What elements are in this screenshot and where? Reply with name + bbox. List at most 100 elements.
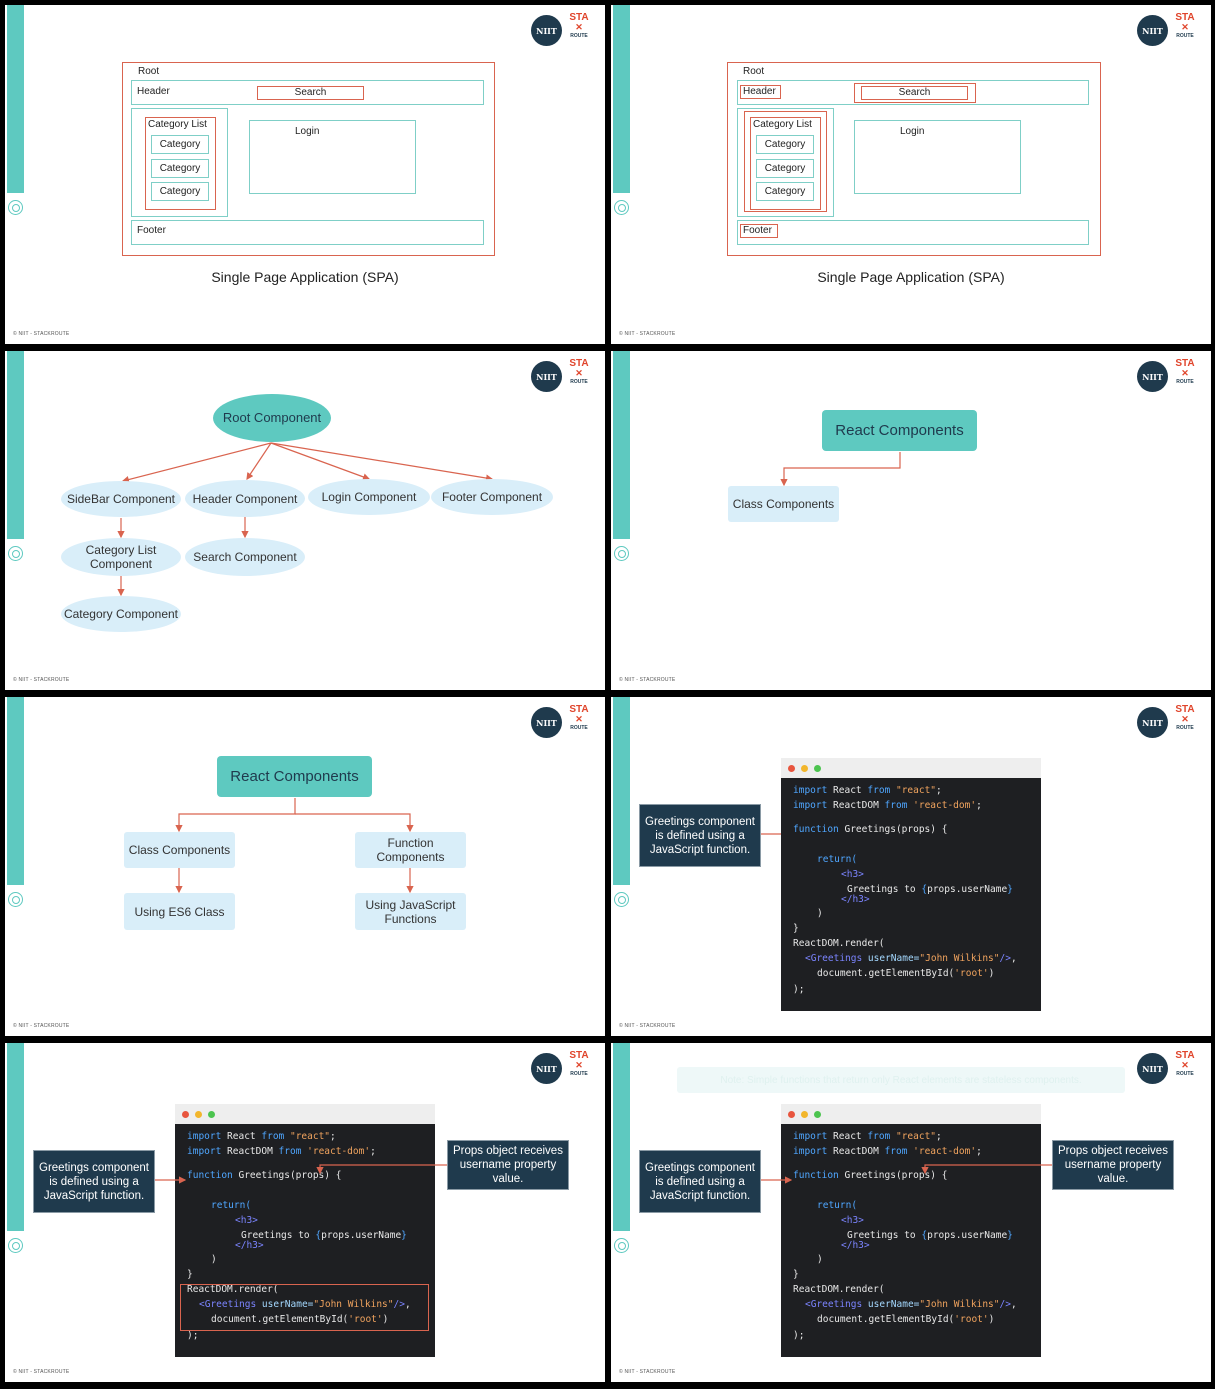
code-window: import React from "react"; import ReactD…: [781, 1104, 1041, 1357]
slide-spa-1: NIIT STA✕ROUTE Root Header Search Catego…: [5, 5, 605, 344]
code-line: ReactDOM.render(: [187, 1284, 279, 1295]
code-line: <h3>: [841, 1215, 864, 1226]
target-icon: [614, 1238, 629, 1253]
copyright: © NIIT - STACKROUTE: [13, 1023, 70, 1029]
code-line: );: [793, 984, 805, 995]
niit-logo: NIIT: [531, 707, 562, 738]
category-list-label: Category List: [148, 119, 207, 130]
brand-logo: NIIT STA✕ROUTE: [531, 13, 591, 47]
login-label: Login: [295, 126, 320, 137]
slide-caption: Single Page Application (SPA): [817, 269, 1005, 285]
footer-label: Footer: [137, 225, 166, 236]
root-box: [727, 62, 1101, 256]
code-line: );: [187, 1330, 199, 1341]
brand-logo: NIIT STA✕ROUTE: [1137, 359, 1197, 393]
slide-function-component-code-3: NIIT STA✕ROUTE Note: Simple functions th…: [611, 1043, 1211, 1382]
function-components-node: Function Components: [355, 832, 466, 868]
code-line: );: [793, 1330, 805, 1341]
code-line: }: [187, 1269, 193, 1280]
category-label: Category: [159, 139, 201, 150]
code-line: </h3>: [235, 1240, 264, 1251]
slide-function-component-code-1: NIIT STA✕ROUTE Greetings component is de…: [611, 697, 1211, 1036]
logo-sta-text: STA: [569, 12, 589, 23]
maximize-dot-icon: [814, 1111, 821, 1118]
stackroute-logo: STA✕ROUTE: [569, 12, 589, 40]
window-titlebar: [781, 758, 1041, 778]
code-line: return(: [817, 854, 858, 865]
category-label: Category: [764, 139, 806, 150]
header-highlight: [740, 85, 781, 99]
target-icon: [614, 200, 629, 215]
copyright: © NIIT - STACKROUTE: [13, 1369, 70, 1375]
logo-route-text: ROUTE: [570, 725, 588, 731]
accent-bar: [613, 5, 630, 193]
stackroute-logo: STA✕ROUTE: [569, 358, 589, 386]
sidebar-box: [131, 108, 228, 217]
slide-spa-2: NIIT STA✕ROUTE Root Header Search Catego…: [611, 5, 1211, 344]
category-list-component-node: Category List Component: [61, 538, 181, 576]
copyright: © NIIT - STACKROUTE: [13, 331, 70, 337]
code-window: import React from "react"; import ReactD…: [175, 1104, 435, 1357]
brand-logo: NIIT STA✕ROUTE: [1137, 13, 1197, 47]
footer-box: [737, 220, 1089, 245]
logo-route-text: ROUTE: [570, 1071, 588, 1077]
category-box: [756, 159, 814, 178]
code-line: }: [793, 923, 799, 934]
niit-logo: NIIT: [1137, 15, 1168, 46]
login-box: [249, 120, 416, 194]
code-line: import React from "react";: [793, 785, 942, 796]
header-box: [131, 80, 484, 105]
note-connectors: [155, 1164, 447, 1184]
niit-logo: NIIT: [531, 361, 562, 392]
code-line: document.getElementById('root'): [211, 1314, 389, 1325]
code-line: import ReactDOM from 'react-dom';: [793, 800, 982, 811]
copyright: © NIIT - STACKROUTE: [619, 1023, 676, 1029]
root-component-node: Root Component: [213, 394, 331, 442]
logo-route-text: ROUTE: [1176, 379, 1194, 385]
logo-sta-text: STA: [569, 704, 589, 715]
category-box: [756, 135, 814, 154]
greetings-note: Greetings component is defined using a J…: [33, 1150, 155, 1213]
code-line: Greetings to {props.userName}: [241, 1230, 407, 1241]
logo-sta-text: STA: [569, 1050, 589, 1061]
react-components-node: React Components: [217, 756, 372, 797]
accent-bar: [613, 1043, 630, 1231]
category-box: [151, 135, 209, 154]
footer-label: Footer: [743, 225, 772, 236]
props-note: Props object receives username property …: [447, 1140, 569, 1190]
stackroute-logo: STA✕ROUTE: [569, 704, 589, 732]
brand-logo: NIIT STA✕ROUTE: [531, 1051, 591, 1085]
code-line: document.getElementById('root'): [817, 1314, 995, 1325]
logo-route-text: ROUTE: [1176, 33, 1194, 39]
copyright: © NIIT - STACKROUTE: [619, 1369, 676, 1375]
minimize-dot-icon: [195, 1111, 202, 1118]
logo-sta-text: STA: [1175, 704, 1195, 715]
search-box: [257, 86, 364, 100]
stackroute-logo: STA✕ROUTE: [1175, 12, 1195, 40]
es6-class-node: Using ES6 Class: [124, 893, 235, 930]
search-component-node: Search Component: [185, 538, 305, 576]
code-line: ): [817, 1254, 823, 1265]
code-line: import ReactDOM from 'react-dom';: [793, 1146, 982, 1157]
header-box: [737, 80, 1089, 105]
niit-logo: NIIT: [1137, 361, 1168, 392]
niit-logo: NIIT: [531, 15, 562, 46]
code-line: function Greetings(props) {: [793, 824, 948, 835]
code-window: import React from "react"; import ReactD…: [781, 758, 1041, 1011]
hierarchy-connectors: [780, 452, 901, 487]
code-line: function Greetings(props) {: [793, 1170, 948, 1181]
sidebar-highlight: [744, 111, 827, 212]
code-line: </h3>: [841, 1240, 870, 1251]
logo-sta-text: STA: [1175, 1050, 1195, 1061]
code-line: ): [211, 1254, 217, 1265]
code-line: <h3>: [235, 1215, 258, 1226]
stackroute-logo: STA✕ROUTE: [1175, 704, 1195, 732]
target-icon: [8, 892, 23, 907]
code-line: </h3>: [841, 894, 870, 905]
accent-bar: [7, 697, 24, 885]
brand-logo: NIIT STA✕ROUTE: [531, 705, 591, 739]
window-titlebar: [175, 1104, 435, 1124]
category-label: Category: [159, 163, 201, 174]
note-connectors: [761, 1164, 1052, 1184]
login-component-node: Login Component: [308, 479, 430, 515]
